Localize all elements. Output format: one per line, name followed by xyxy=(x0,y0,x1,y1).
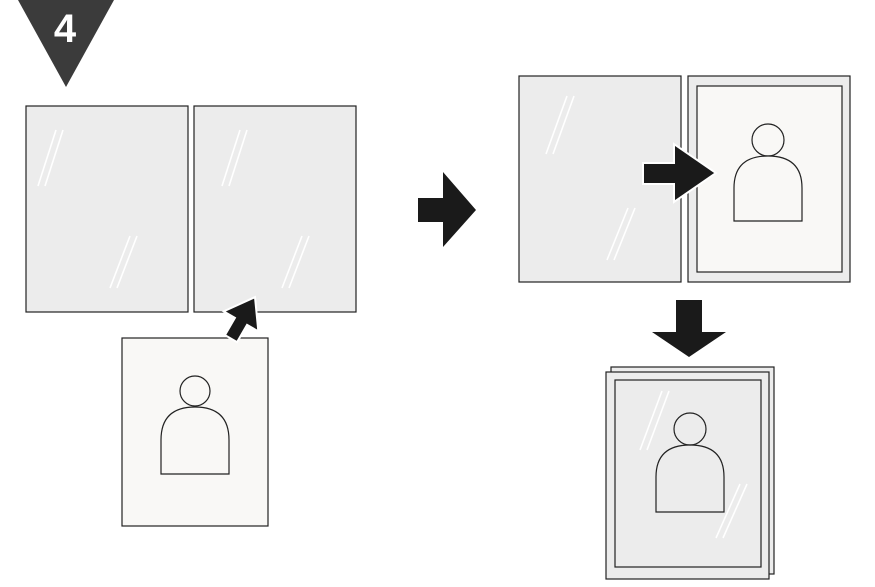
arrow-right-icon xyxy=(642,142,718,204)
glare-icon xyxy=(37,129,138,289)
person-silhouette-icon xyxy=(160,375,230,475)
step-number: 4 xyxy=(54,7,77,51)
photo-card xyxy=(121,337,269,527)
step-badge-triangle-icon xyxy=(18,0,114,87)
glare-icon xyxy=(639,390,748,539)
person-silhouette-icon xyxy=(733,123,803,222)
photo-card-paper xyxy=(121,337,269,527)
arrow-down-icon xyxy=(652,300,726,357)
final-sleeved-photo xyxy=(605,366,775,580)
arrow-right-icon xyxy=(418,172,476,247)
step-badge: 4 xyxy=(18,0,114,87)
sleeve-left xyxy=(25,105,189,313)
sleeve-right xyxy=(193,105,357,313)
glare-icon xyxy=(545,95,636,261)
person-silhouette-icon xyxy=(655,412,725,513)
left-sleeve-pair xyxy=(25,105,357,313)
glare-icon xyxy=(221,129,310,289)
photo-inside xyxy=(614,379,762,568)
arrow-up-right-icon xyxy=(221,295,260,344)
right-assembly xyxy=(518,75,851,283)
photo-inserted xyxy=(696,85,843,273)
